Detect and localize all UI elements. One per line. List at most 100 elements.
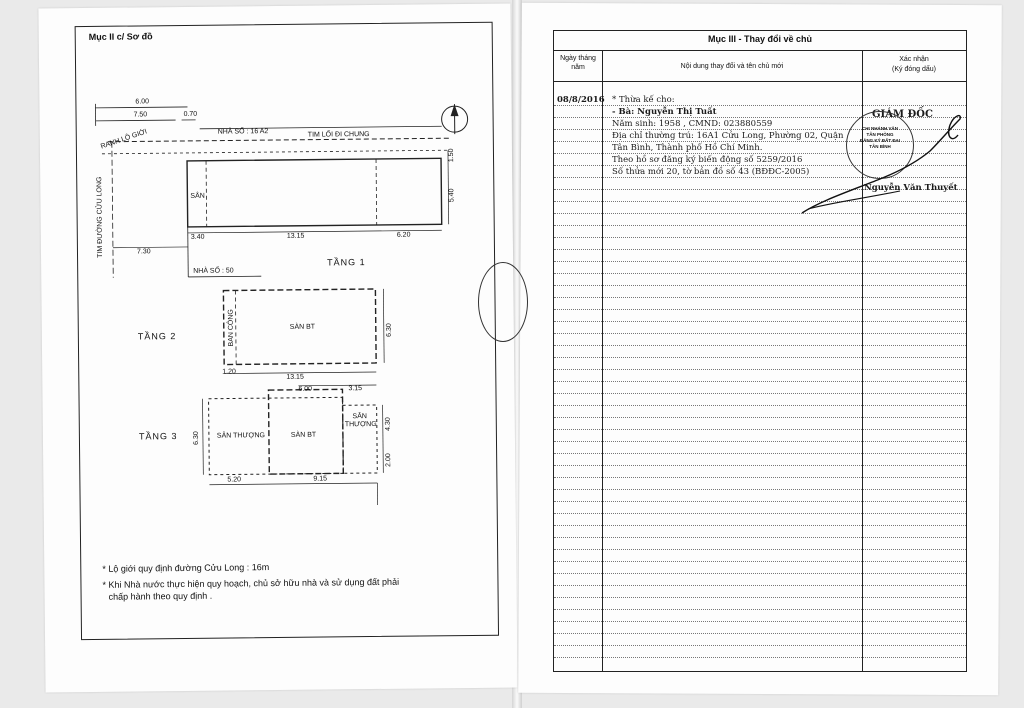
ruled-line <box>554 237 966 238</box>
dim-top-3: 0.70 <box>183 110 198 118</box>
floor3-slab: SÀN BT <box>290 431 317 439</box>
floor3-bottom-dim-a: 5.20 <box>227 476 242 484</box>
col-content: Nội dung thay đổi và tên chủ mới <box>680 63 784 70</box>
street-label: TIM ĐƯỜNG CỬU LONG <box>96 176 105 258</box>
ruled-line <box>554 513 966 514</box>
ruled-line <box>554 525 966 526</box>
note-3: chấp hành theo quy định . <box>108 590 213 602</box>
floor1-left-dim: 7.30 <box>136 248 151 256</box>
ruled-line <box>554 297 966 298</box>
ruled-line <box>554 369 966 370</box>
ruled-line <box>554 177 966 178</box>
col-confirm-1: Xác nhận <box>899 56 929 63</box>
ruled-line <box>554 597 966 598</box>
ruled-line <box>554 477 966 478</box>
dim-top-2: 7.50 <box>133 111 148 119</box>
ownership-change-table: Mục III - Thay đổi về chủ Ngày tháng năm… <box>553 30 967 672</box>
ruled-line <box>554 189 966 190</box>
floor1-yard: SÂN <box>190 192 205 200</box>
dim-150: 1.50 <box>447 148 456 163</box>
ruled-line <box>554 429 966 430</box>
floor2-side-dim: 6.30 <box>385 323 393 337</box>
note-1: * Lộ giới quy định đường Cửu Long : 16m <box>102 562 270 574</box>
dim-top-1: 6.00 <box>135 98 150 106</box>
entry-line-1: * Thừa kế cho: <box>612 95 675 105</box>
ruled-line <box>554 225 966 226</box>
ruled-line <box>554 549 966 550</box>
ruled-line <box>554 345 966 346</box>
house-no-50: NHÀ SỐ : 50 <box>193 267 234 275</box>
common-path-label: TIM LỐI ĐI CHUNG <box>307 131 370 139</box>
entry-line-2: - Bà: Nguyễn Thị Tuất <box>612 107 717 117</box>
ruled-line <box>554 621 966 622</box>
ruled-line <box>554 381 966 382</box>
ruled-line <box>554 537 966 538</box>
entry-date: 08/8/2016 <box>557 95 605 105</box>
floor2-label: TẦNG 2 <box>137 331 177 342</box>
ruled-line <box>554 249 966 250</box>
ruled-line <box>554 393 966 394</box>
floor1-label: TẦNG 1 <box>327 257 366 268</box>
floor-plan-diagram <box>95 103 469 505</box>
ruled-line <box>554 657 966 658</box>
ruled-line <box>554 561 966 562</box>
ruled-line <box>554 645 966 646</box>
floor1-dim-b: 13.15 <box>286 232 305 240</box>
signer-name: Nguyễn Văn Thuyết <box>864 183 958 193</box>
signature <box>801 114 961 214</box>
ruled-line <box>554 405 966 406</box>
ruled-line <box>554 489 966 490</box>
ruled-line <box>554 261 966 262</box>
ruled-line <box>554 153 966 154</box>
ruled-line <box>554 165 966 166</box>
ruled-line <box>554 501 966 502</box>
col-date-1: Ngày tháng <box>560 55 596 62</box>
ruled-line <box>554 609 966 610</box>
floor1-dim-c: 6.20 <box>396 231 411 239</box>
floor3-left-dim: 6.30 <box>192 431 201 445</box>
ruled-line <box>554 213 966 214</box>
floor2-dim-b: 13.15 <box>286 373 304 381</box>
section-title-right: Mục III - Thay đổi về chủ <box>707 34 812 44</box>
entry-line-5: Tân Bình, Thành phố Hồ Chí Minh. <box>612 143 763 153</box>
ruled-line <box>554 333 966 334</box>
ruled-line <box>554 441 966 442</box>
floor3-label: TẦNG 3 <box>138 431 178 442</box>
entry-line-4: Địa chỉ thường trú: 16A1 Cửu Long, Phườn… <box>612 131 844 141</box>
floor2-dim-a: 1.20 <box>222 368 236 376</box>
ruled-line <box>554 585 966 586</box>
ruled-line <box>554 105 966 106</box>
ruled-line <box>554 357 966 358</box>
ruled-line <box>554 129 966 130</box>
ruled-line <box>554 453 966 454</box>
page-fold <box>512 0 522 708</box>
signer-title: GIÁM ĐỐC <box>872 109 933 120</box>
fold-stamp <box>478 262 528 342</box>
floor3-top-dim-b: 3.15 <box>348 385 363 393</box>
dim-540: 5.40 <box>448 188 456 203</box>
ruled-line <box>554 573 966 574</box>
ruled-line <box>554 321 966 322</box>
ruled-line <box>554 201 966 202</box>
col-confirm-2: (Ký đóng dấu) <box>892 66 936 73</box>
col-date-2: năm <box>571 64 585 71</box>
entry-line-7: Số thửa mới 20, tờ bản đồ số 43 (BĐĐC-20… <box>612 167 810 177</box>
ruled-line <box>554 141 966 142</box>
ruled-line <box>554 117 966 118</box>
floor3-roof-left: SÂN THƯỢNG <box>216 432 265 440</box>
floor3-right-dim-a: 4.30 <box>384 417 392 431</box>
floor3-bottom-dim-b: 9.15 <box>313 475 328 483</box>
floor2-slab: SÀN BT <box>289 323 316 331</box>
floor3-right-dim-b: 2.00 <box>385 453 393 467</box>
ruled-line <box>554 285 966 286</box>
ruled-line <box>554 309 966 310</box>
left-page: Mục II c/ Sơ đồ <box>38 3 518 693</box>
ruled-line <box>554 465 966 466</box>
floor3-roof-right: SÂN THƯỢNG <box>344 413 377 429</box>
ruled-line <box>554 633 966 634</box>
floor1-dim-a: 3.40 <box>190 233 205 241</box>
ruled-line <box>554 417 966 418</box>
balcony-label: BAN CÔNG <box>227 309 235 347</box>
floor3-top-dim-a: 6.00 <box>298 385 313 393</box>
